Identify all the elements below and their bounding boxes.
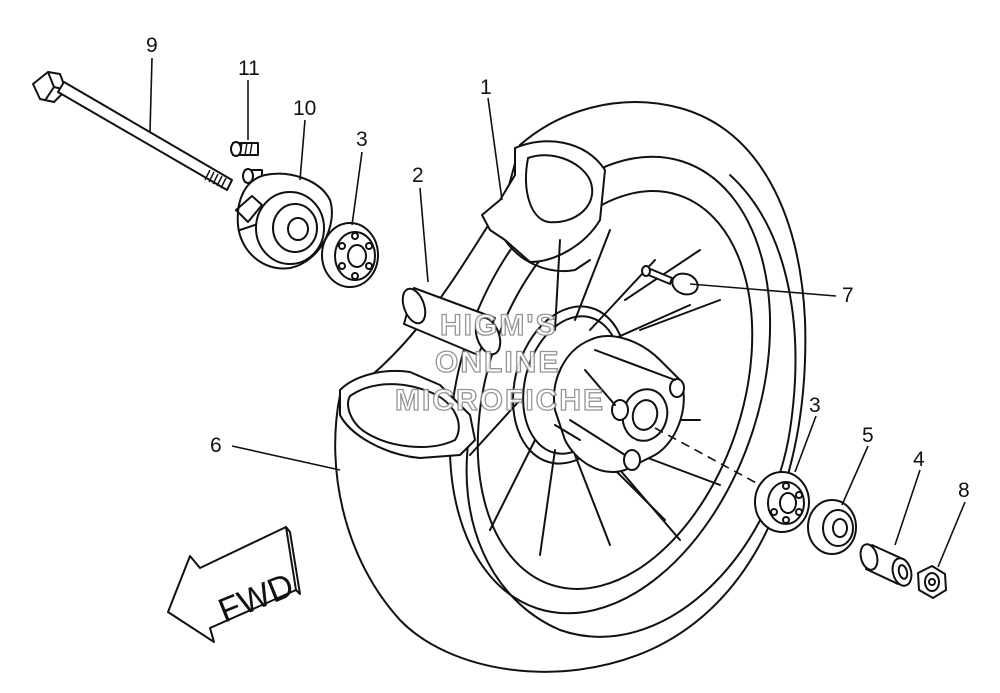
callout-5: 5 [862, 424, 874, 447]
leader-6 [231, 445, 341, 471]
bearing-right [754, 471, 810, 533]
fwd-arrow: FWD [167, 526, 301, 643]
callout-8: 8 [958, 479, 970, 502]
callout-6: 6 [210, 434, 222, 457]
axle-nut [917, 565, 947, 599]
watermark-line-1: HIGM'S [440, 309, 557, 342]
set-screw [230, 141, 259, 157]
tire-valve [641, 265, 699, 296]
bearing-left [321, 222, 379, 288]
watermark: HIGM'S ONLINE MICROFICHE [394, 308, 605, 417]
watermark-line-2: ONLINE [435, 346, 560, 379]
callout-3-right: 3 [809, 394, 821, 417]
leader-4 [894, 469, 921, 546]
gear-unit [235, 168, 333, 270]
leader-1 [487, 97, 503, 201]
callout-11: 11 [238, 57, 260, 80]
leader-8 [937, 501, 966, 568]
callout-7: 7 [842, 284, 854, 307]
callout-3-left: 3 [356, 128, 368, 151]
callout-4: 4 [913, 448, 925, 471]
callout-labels: 9 11 10 3 2 1 7 6 3 5 4 8 [146, 34, 970, 502]
watermark-line-3: MICROFICHE [395, 384, 605, 417]
leader-7 [689, 283, 837, 297]
leader-lines [149, 57, 966, 568]
callout-9: 9 [146, 34, 158, 57]
axle-shaft [32, 71, 233, 191]
leader-3-right [794, 415, 817, 473]
collar [859, 543, 913, 587]
oil-seal [807, 499, 857, 555]
leader-10 [299, 119, 306, 181]
axle-centerline [654, 427, 761, 486]
callout-2: 2 [412, 164, 424, 187]
callout-1: 1 [480, 76, 492, 99]
spacer-collar [401, 287, 502, 356]
wheel-rim [469, 229, 721, 556]
leader-9 [149, 57, 153, 133]
callout-10: 10 [293, 97, 316, 120]
leader-2 [419, 187, 429, 283]
leader-5 [841, 445, 869, 506]
leader-3-left [351, 151, 363, 226]
